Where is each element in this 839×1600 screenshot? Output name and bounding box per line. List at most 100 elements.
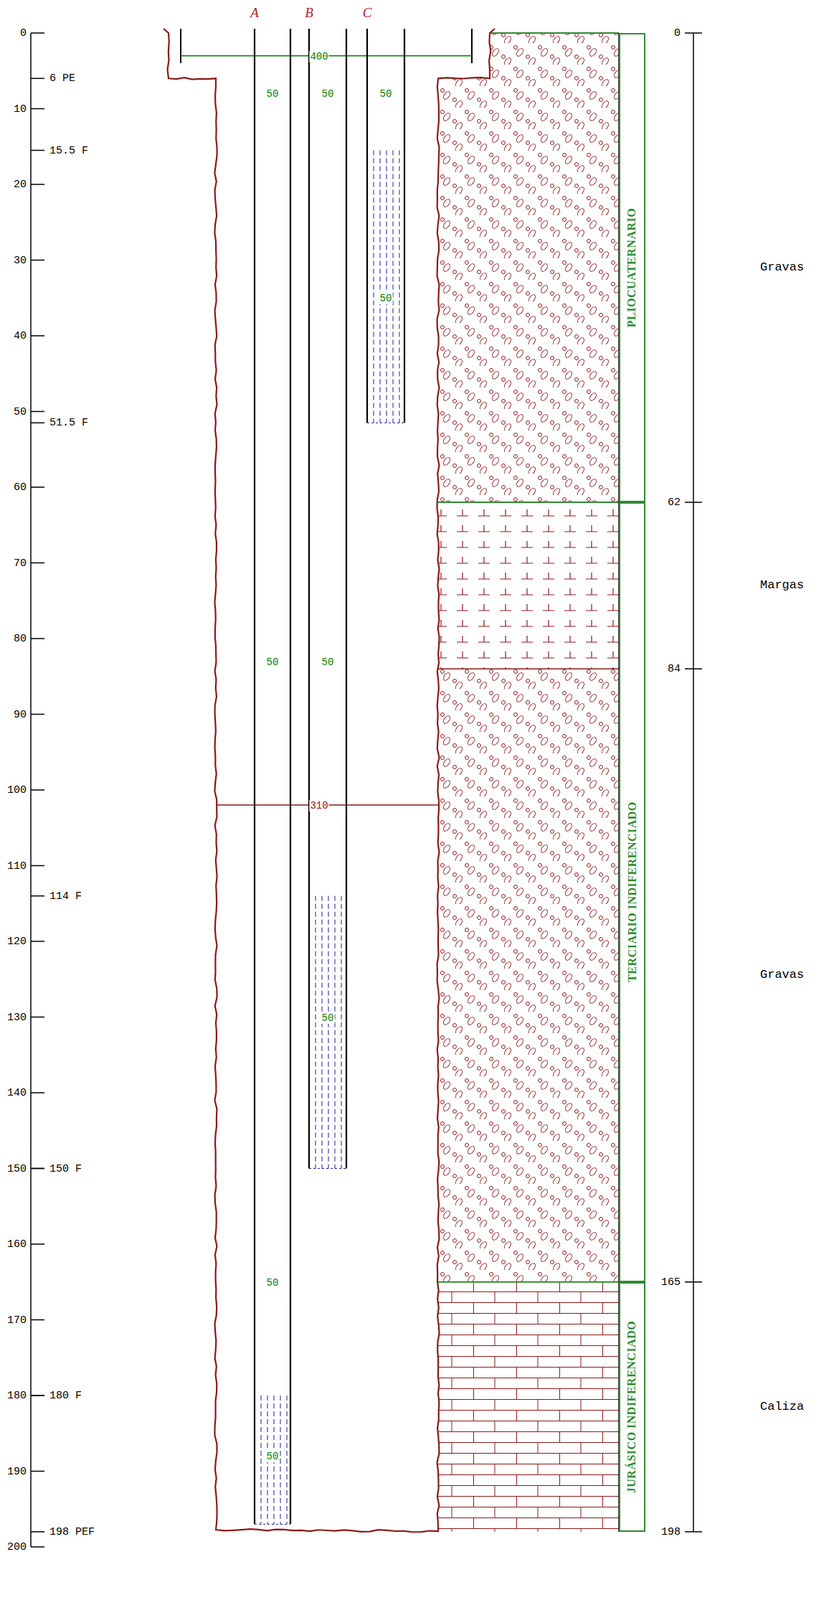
depth-label-holder: 70: [12, 555, 28, 570]
lithology-name-holder: Gravas: [759, 968, 805, 983]
depth-axis: [30, 32, 694, 1547]
casing-diameter: 50: [321, 656, 335, 668]
axis-ticks: [30, 32, 703, 1547]
depth-label-holder: 6 PE: [48, 71, 77, 86]
formation-name: JURÁSICO INDIFERENCIADO: [626, 1320, 639, 1493]
depth-label: 165: [660, 1275, 682, 1288]
casing-diameter-holder: 310: [309, 798, 329, 812]
lithology-name: Margas: [759, 577, 805, 593]
depth-label: 160: [6, 1237, 28, 1250]
depth-label: 70: [12, 557, 28, 570]
casing-diameter: 400: [309, 50, 329, 63]
casing-diameter: 50: [266, 88, 280, 100]
depth-label: 51.5 F: [48, 417, 89, 430]
depth-label-holder: 120: [6, 933, 28, 948]
depth-label-holder: 190: [6, 1463, 28, 1478]
casing-diameter-holder: 50: [266, 86, 280, 100]
depth-label-holder: 84: [666, 661, 682, 676]
well-label: A: [249, 5, 260, 21]
depth-label-holder: 180 F: [48, 1387, 83, 1402]
depth-label-holder: 0: [19, 25, 28, 40]
depth-label: 0: [673, 27, 682, 40]
depth-label-holder: 90: [12, 707, 28, 721]
depth-label-holder: 150: [6, 1160, 28, 1175]
depth-label: 114 F: [48, 889, 83, 903]
depth-label: 10: [12, 103, 28, 116]
casing-diameter: 50: [321, 1011, 335, 1023]
depth-label: 100: [6, 783, 28, 796]
lithology-column: [438, 32, 619, 1531]
casing-diameter: 50: [379, 88, 393, 100]
depth-label-holder: 170: [6, 1312, 28, 1326]
depth-label: 90: [12, 708, 28, 721]
lithology-name-holder: Caliza: [759, 1399, 805, 1414]
screen-section: [254, 150, 405, 1524]
depth-label: 190: [6, 1465, 28, 1478]
depth-label-holder: 165: [660, 1274, 682, 1288]
piezometer-tubes: [254, 28, 405, 1524]
depth-label-holder: 10: [12, 101, 28, 116]
depth-label-holder: 20: [12, 177, 28, 191]
casing-diameter-holder: 50: [379, 291, 393, 305]
formation-name: PLIOCUATERNARIO: [626, 207, 639, 327]
borehole-wall: [163, 28, 495, 1531]
depth-label: 15.5 F: [48, 144, 89, 158]
formation-band: TERCIARIO INDIFERENCIADO: [618, 501, 646, 1282]
well-label-holder: A: [249, 5, 260, 21]
casing-diameter: 50: [266, 656, 280, 668]
depth-label: 140: [6, 1086, 28, 1099]
formation-band: PLIOCUATERNARIO: [618, 32, 646, 502]
depth-label: 200: [6, 1540, 28, 1553]
lithology-name: Gravas: [759, 260, 805, 275]
casing-diameter: 310: [309, 799, 329, 812]
depth-label: 170: [6, 1313, 28, 1326]
depth-label: 40: [12, 329, 28, 343]
lithology-name: Gravas: [759, 968, 805, 983]
casing-diameter-holder: 50: [266, 654, 280, 668]
formation-name: TERCIARIO INDIFERENCIADO: [626, 801, 639, 983]
depth-label-holder: 0: [673, 25, 682, 40]
depth-label: 20: [12, 178, 28, 191]
well-label-holder: C: [362, 5, 373, 21]
casing-diameter-holder: 50: [266, 1274, 280, 1288]
well-label: C: [362, 5, 373, 21]
depth-label: 180: [6, 1389, 28, 1402]
depth-label-holder: 150 F: [48, 1160, 83, 1175]
casing-diameter-holder: 50: [321, 1009, 335, 1023]
depth-label-holder: 100: [6, 782, 28, 796]
depth-label: 198 PEF: [48, 1525, 96, 1538]
depth-label: 62: [666, 496, 682, 509]
casing-diameter: 50: [266, 1276, 280, 1288]
depth-label: 150 F: [48, 1162, 83, 1175]
depth-label: 80: [12, 632, 28, 645]
depth-label-holder: 60: [12, 479, 28, 494]
depth-label-holder: 198 PEF: [48, 1523, 96, 1538]
depth-label: 120: [6, 935, 28, 948]
well-label-holder: B: [304, 5, 315, 21]
depth-label-holder: 110: [6, 858, 28, 872]
depth-label-holder: 200: [6, 1538, 28, 1553]
casing-diameter-holder: 50: [321, 654, 335, 668]
casing-diameter: 50: [379, 292, 393, 305]
depth-label: 180 F: [48, 1389, 83, 1402]
depth-label: 84: [666, 663, 682, 676]
casing-diameter-holder: 50: [266, 1448, 280, 1462]
casing-diameter: 50: [266, 1449, 280, 1462]
casing-diameter-holder: 400: [309, 49, 329, 63]
lithology-name: Caliza: [759, 1399, 805, 1414]
depth-label-holder: 114 F: [48, 888, 83, 903]
lithology-name-holder: Margas: [759, 577, 805, 593]
depth-label: 110: [6, 859, 28, 872]
depth-label-holder: 62: [666, 494, 682, 509]
depth-label-holder: 50: [12, 404, 28, 419]
formation-band: JURÁSICO INDIFERENCIADO: [618, 1281, 646, 1531]
depth-label-holder: 180: [6, 1387, 28, 1402]
depth-label: 6 PE: [48, 73, 77, 86]
depth-label: 50: [12, 405, 28, 419]
depth-label-holder: 160: [6, 1236, 28, 1250]
depth-label-holder: 40: [12, 328, 28, 343]
depth-label: 30: [12, 254, 28, 267]
depth-label: 60: [12, 481, 28, 494]
depth-label-holder: 140: [6, 1084, 28, 1099]
